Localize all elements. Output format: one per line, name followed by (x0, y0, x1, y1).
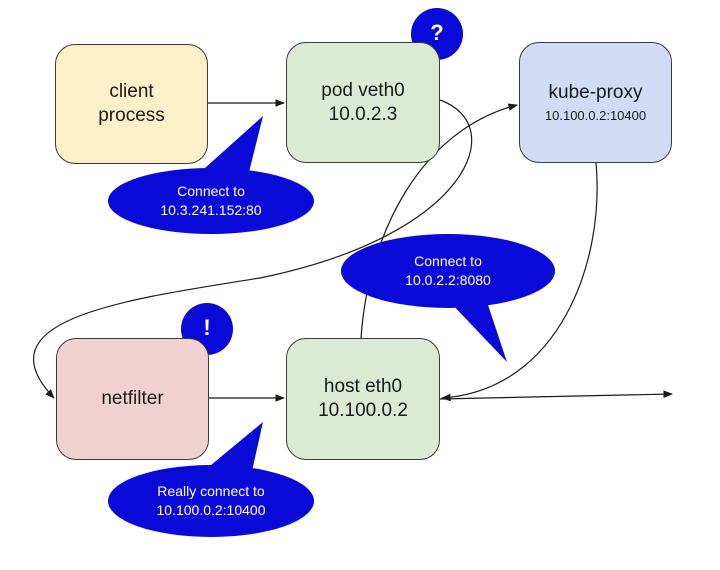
node-netfilter-label: netfilter (101, 388, 164, 409)
node-kube-proxy-label: kube-proxy (548, 81, 643, 103)
edge-kube-proxy-to-host (441, 162, 598, 402)
bubble-really-connect-text: Really connect to 10.100.0.2:10400 (121, 482, 301, 520)
question-mark: ? (430, 20, 444, 45)
node-host-label: host eth0 (323, 376, 403, 397)
node-pod-veth0: pod veth0 10.0.2.3 (286, 42, 440, 163)
bubble-connect-service-line-1: Connect to (177, 183, 245, 199)
edge-pod-to-netfilter (32, 99, 473, 399)
bubble-connect-service-text: Connect to 10.3.241.152:80 (121, 182, 301, 220)
bubble-connect-service (205, 116, 263, 176)
node-pod-label: pod veth0 (321, 79, 405, 101)
node-host-ip: 10.100.0.2 (318, 400, 408, 421)
node-kube-proxy: kube-proxy 10.100.0.2:10400 (519, 42, 672, 163)
edge-host-to-kube-proxy (360, 103, 518, 339)
node-host-eth0: host eth0 10.100.0.2 (286, 338, 440, 460)
bubble-connect-service-body (108, 168, 314, 234)
bubble-connect-pod-line-2: 10.0.2.2:8080 (405, 272, 491, 288)
node-client-label-1: client (109, 81, 154, 102)
bubble-connect-pod-body (341, 234, 555, 308)
node-client-process: client process (55, 44, 208, 164)
bubble-really-connect-line-2: 10.100.0.2:10400 (156, 502, 266, 518)
bubble-really-connect-line-1: Really connect to (157, 483, 265, 499)
bubble-connect-pod-line-1: Connect to (414, 253, 482, 269)
node-kube-proxy-address: 10.100.0.2:10400 (544, 107, 647, 123)
bubble-connect-service-line-2: 10.3.241.152:80 (160, 202, 262, 218)
node-pod-ip: 10.0.2.3 (328, 103, 398, 125)
exclamation-mark: ! (203, 315, 211, 340)
bubble-connect-pod-text: Connect to 10.0.2.2:8080 (358, 252, 538, 290)
node-client-label-2: process (98, 105, 165, 126)
edge-host-to-outside (439, 390, 673, 400)
bubble-really-connect-body (108, 465, 314, 537)
node-netfilter: netfilter (56, 338, 209, 460)
bubble-connect-pod (448, 290, 507, 362)
